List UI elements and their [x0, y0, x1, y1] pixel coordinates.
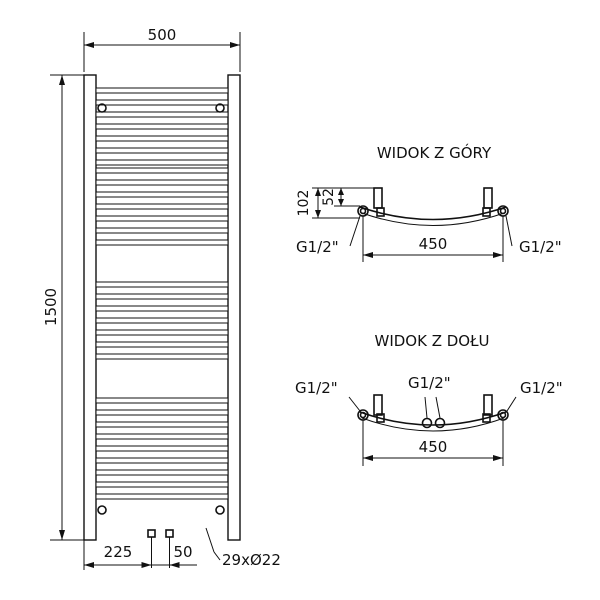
top-view-title: WIDOK Z GÓRY	[377, 143, 492, 162]
width-dimension: 500	[83, 26, 241, 72]
bottom-span-label: 450	[419, 438, 448, 456]
bottom-center-conn-label: G1/2"	[408, 374, 451, 392]
tube-rungs	[95, 87, 229, 500]
tube-rung	[95, 281, 229, 288]
bottom-right-conn-label: G1/2"	[520, 379, 563, 397]
tube-rung	[95, 329, 229, 336]
width-label: 500	[148, 26, 177, 44]
tube-rung	[95, 123, 229, 130]
tube-rung	[95, 433, 229, 440]
tube-rung	[95, 341, 229, 348]
tube-rung	[95, 159, 229, 166]
tube-rung	[95, 99, 229, 106]
tube-rung	[95, 457, 229, 464]
valve-spacing-label: 50	[173, 543, 192, 561]
tube-rung	[95, 305, 229, 312]
left-offset-label: 225	[104, 543, 133, 561]
tube-rung	[95, 203, 229, 210]
tubes-label: 29xØ22	[222, 551, 281, 569]
height-label: 1500	[42, 288, 60, 326]
bottom-view: WIDOK Z DOŁU 450 G1/2" G1/2" G1/2"	[295, 332, 563, 466]
top-view-bracket-left	[373, 187, 383, 209]
tube-rung	[95, 409, 229, 416]
tube-rung	[95, 191, 229, 198]
tube-rung	[95, 469, 229, 476]
tube-rung	[95, 87, 229, 94]
tube-rung	[95, 215, 229, 222]
bottom-left-conn-label: G1/2"	[295, 379, 338, 397]
tube-rung	[95, 353, 229, 360]
tube-rung	[95, 111, 229, 118]
tube-rung	[95, 293, 229, 300]
bottom-view-title: WIDOK Z DOŁU	[374, 332, 489, 350]
bottom-dimensions: 225 50 29xØ22	[83, 527, 281, 570]
bottom-view-bracket-left	[373, 394, 383, 416]
top-view-curve	[359, 206, 507, 221]
tube-rung	[95, 227, 229, 234]
tube-rung	[95, 167, 229, 174]
tube-rung	[95, 135, 229, 142]
bottom-view-valve-left	[421, 417, 433, 429]
bottom-view-valve-right	[434, 417, 446, 429]
top-left-conn-label: G1/2"	[296, 238, 339, 256]
top-depth-inner-label: 52	[321, 188, 337, 206]
tube-rung	[95, 481, 229, 488]
tube-rung	[95, 421, 229, 428]
left-column	[83, 74, 97, 541]
top-depth-total-label: 102	[296, 190, 312, 217]
mount-point-bottom-right	[215, 505, 225, 515]
mount-point-top-left	[97, 103, 107, 113]
bottom-view-bracket-right	[483, 394, 493, 416]
tube-rung	[95, 239, 229, 246]
front-view: 500 1500 225 50 29xØ22	[42, 26, 281, 570]
tube-rung	[95, 493, 229, 500]
tube-rung	[95, 317, 229, 324]
top-right-conn-label: G1/2"	[519, 238, 562, 256]
mount-point-bottom-left	[97, 505, 107, 515]
tube-rung	[95, 445, 229, 452]
top-view: WIDOK Z GÓRY 102 52 450	[296, 143, 562, 262]
top-span-label: 450	[419, 235, 448, 253]
right-column	[227, 74, 241, 541]
tube-rung	[95, 397, 229, 404]
bottom-valves	[147, 529, 174, 568]
tube-rung	[95, 179, 229, 186]
height-dimension: 1500	[42, 74, 84, 541]
mount-point-top-right	[215, 103, 225, 113]
top-view-bracket-right	[483, 187, 493, 209]
tube-rung	[95, 147, 229, 154]
